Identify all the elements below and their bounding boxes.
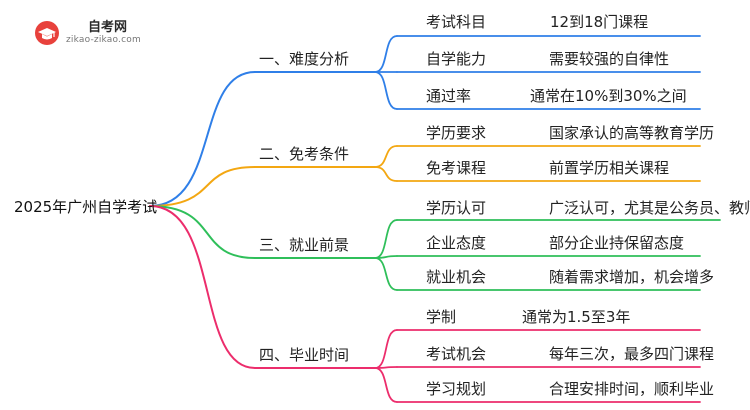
leaf-key: 学历认可 [426, 199, 487, 217]
leaf-connector [374, 71, 398, 110]
leaf-value: 广泛认可，尤其是公务员、教师 [549, 199, 750, 217]
branch-connector [149, 166, 256, 207]
branch-graduation-label: 四、毕业时间 [259, 346, 350, 364]
leaf-value: 随着需求增加，机会增多 [549, 268, 715, 286]
leaf-connector [374, 257, 398, 291]
logo: 自考网 zikao-zikao.com [34, 16, 144, 50]
leaf-value: 通常在10%到30%之间 [530, 87, 687, 105]
leaf-connector [374, 367, 398, 403]
leaf-value: 通常为1.5至3年 [522, 308, 631, 326]
leaf-key: 免考课程 [426, 159, 487, 177]
leaf-key: 学制 [426, 308, 457, 326]
branch-exemption-label: 二、免考条件 [259, 145, 350, 163]
leaf-connector [374, 166, 398, 182]
leaf-key: 通过率 [426, 87, 472, 105]
logo-subtitle: zikao-zikao.com [66, 35, 141, 45]
logo-title: 自考网 [88, 20, 128, 35]
leaf-value: 国家承认的高等教育学历 [549, 124, 715, 142]
leaf-value: 前置学历相关课程 [549, 159, 670, 177]
leaf-key: 学习规划 [426, 380, 487, 398]
branch-connector [149, 71, 256, 207]
leaf-value: 每年三次，最多四门课程 [549, 345, 715, 363]
leaf-key: 自学能力 [426, 50, 487, 68]
leaf-connector [374, 329, 398, 369]
leaf-connector [374, 219, 398, 259]
leaf-value: 合理安排时间，顺利毕业 [549, 380, 715, 398]
leaf-value: 12到18门课程 [550, 13, 649, 31]
leaf-connector [374, 145, 398, 168]
graduation-cap-icon [35, 21, 59, 45]
leaf-key: 考试科目 [426, 13, 487, 31]
leaf-connector [374, 35, 398, 73]
branch-employment-label: 三、就业前景 [259, 236, 350, 254]
leaf-key: 学历要求 [426, 124, 487, 142]
leaf-value: 需要较强的自律性 [549, 50, 670, 68]
branch-connector [149, 205, 256, 259]
leaf-key: 企业态度 [426, 234, 487, 252]
leaf-key: 考试机会 [426, 345, 487, 363]
root-topic: 2025年广州自学考试 [14, 198, 158, 216]
branch-connector [149, 205, 256, 369]
leaf-key: 就业机会 [426, 268, 487, 286]
leaf-value: 部分企业持保留态度 [549, 234, 685, 252]
branch-difficulty-label: 一、难度分析 [259, 50, 350, 68]
